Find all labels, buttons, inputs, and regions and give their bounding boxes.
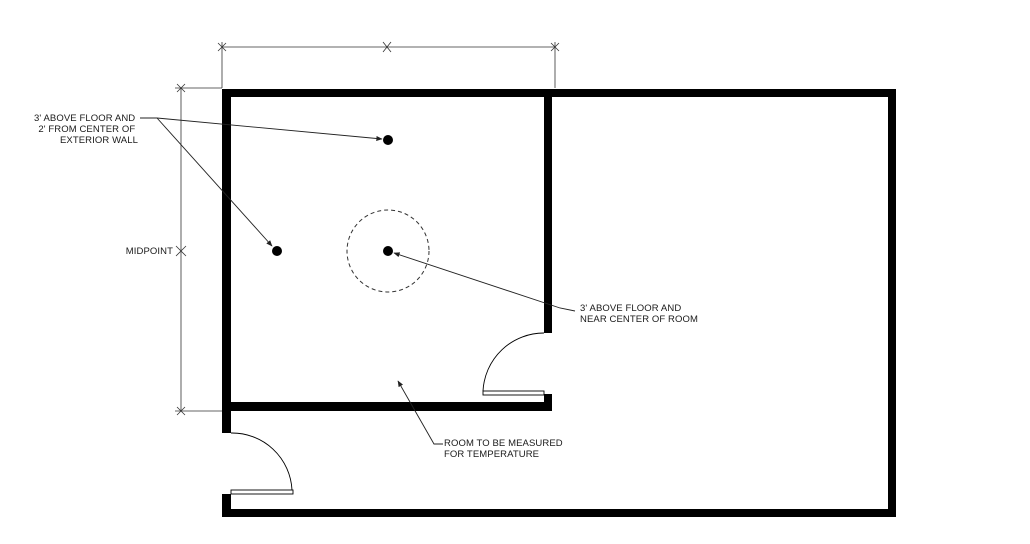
walls	[222, 89, 896, 517]
measurement-point-icon	[383, 246, 393, 256]
center-point-note: 3' ABOVE FLOOR AND NEAR CENTER OF ROOM	[580, 303, 698, 325]
left-dimension	[175, 83, 222, 416]
measurement-point-icon	[272, 246, 282, 256]
measurement-point-icon	[383, 135, 393, 145]
dimension-tick-icon	[550, 42, 560, 52]
midpoint-mark-icon	[382, 41, 392, 53]
room-note: ROOM TO BE MEASURED FOR TEMPERATURE	[444, 438, 565, 460]
top-dimension	[217, 41, 560, 88]
dimension-tick-icon	[176, 406, 186, 416]
wall-point-note-line: EXTERIOR WALL	[60, 135, 138, 146]
midpoint-label: MIDPOINT	[126, 246, 173, 257]
dimension-tick-icon	[176, 83, 186, 93]
room-note-line: ROOM TO BE MEASURED	[444, 438, 563, 449]
midpoint-mark-icon	[175, 245, 187, 257]
wall-point-note-line: 3' ABOVE FLOOR AND	[34, 113, 135, 124]
door-swing-icon	[482, 332, 545, 396]
door-swing-icon	[230, 432, 294, 495]
center-point-note-line: 3' ABOVE FLOOR AND	[580, 303, 681, 314]
wall-point-note-line: 2' FROM CENTER OF	[38, 124, 135, 135]
dimension-tick-icon	[217, 42, 227, 52]
measurement-zone-icon	[346, 209, 430, 293]
center-point-note-line: NEAR CENTER OF ROOM	[580, 314, 698, 325]
leader-lines	[140, 117, 576, 445]
wall-point-note: 3' ABOVE FLOOR AND 2' FROM CENTER OF EXT…	[34, 113, 138, 146]
room-note-line: FOR TEMPERATURE	[444, 449, 539, 460]
